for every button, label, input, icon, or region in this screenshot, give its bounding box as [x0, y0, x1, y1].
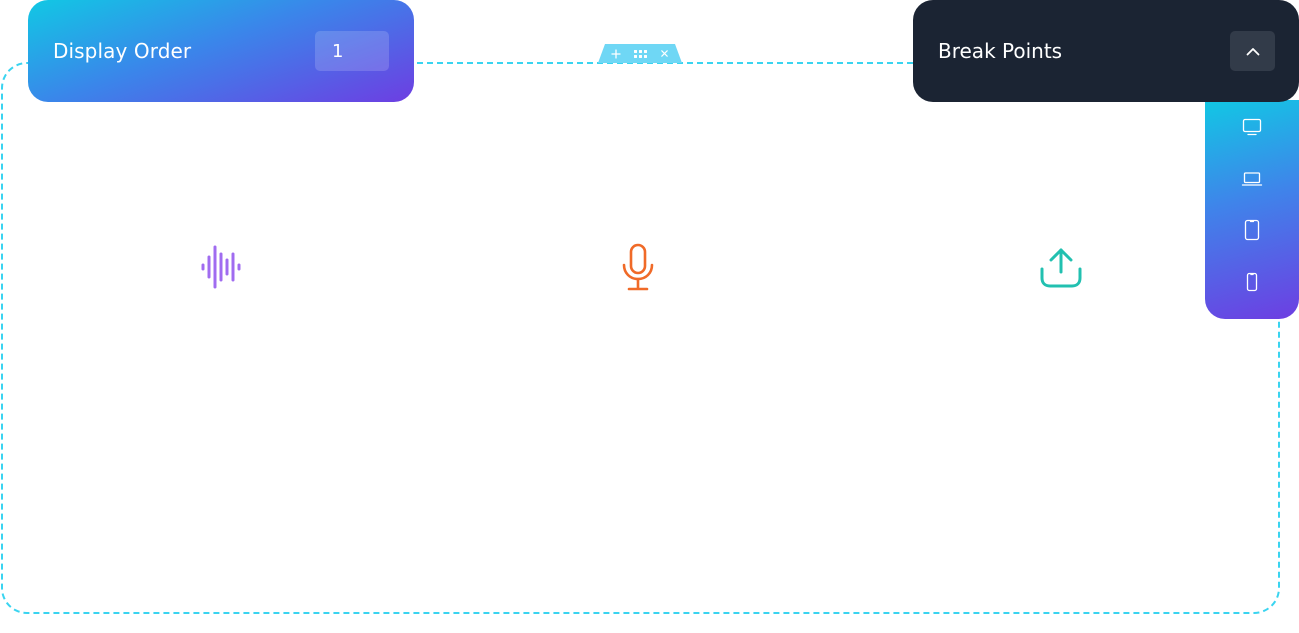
breakpoint-laptop-button[interactable] [1232, 164, 1272, 194]
laptop-icon [1241, 171, 1263, 186]
microphone-icon [622, 243, 654, 291]
tablet-icon [1244, 220, 1260, 241]
break-points-panel: Break Points [913, 0, 1299, 102]
delete-section-button[interactable] [657, 47, 671, 61]
upload-widget[interactable] [1032, 239, 1088, 295]
display-order-panel: Display Order [28, 0, 414, 102]
drag-grid-icon [633, 49, 647, 58]
section-frame[interactable] [1, 62, 1280, 614]
device-breakpoints-list [1205, 100, 1299, 319]
breakpoint-mobile-button[interactable] [1232, 267, 1272, 297]
sound-wave-icon [201, 245, 241, 289]
chevron-up-icon [1246, 47, 1259, 55]
mobile-icon [1246, 272, 1258, 292]
upload-icon [1040, 248, 1082, 288]
break-points-title: Break Points [938, 39, 1063, 63]
drag-section-handle[interactable] [633, 47, 647, 61]
desktop-icon [1242, 118, 1262, 136]
breakpoint-tablet-button[interactable] [1232, 216, 1272, 246]
plus-icon [611, 48, 621, 59]
sound-wave-widget[interactable] [194, 239, 250, 295]
break-points-toggle-button[interactable] [1230, 31, 1275, 71]
display-order-input[interactable] [315, 31, 389, 71]
breakpoint-desktop-button[interactable] [1232, 112, 1272, 142]
close-icon [660, 50, 668, 57]
add-section-button[interactable] [609, 47, 623, 61]
microphone-widget[interactable] [610, 239, 666, 295]
display-order-title: Display Order [53, 39, 192, 63]
section-handle[interactable] [598, 44, 682, 63]
